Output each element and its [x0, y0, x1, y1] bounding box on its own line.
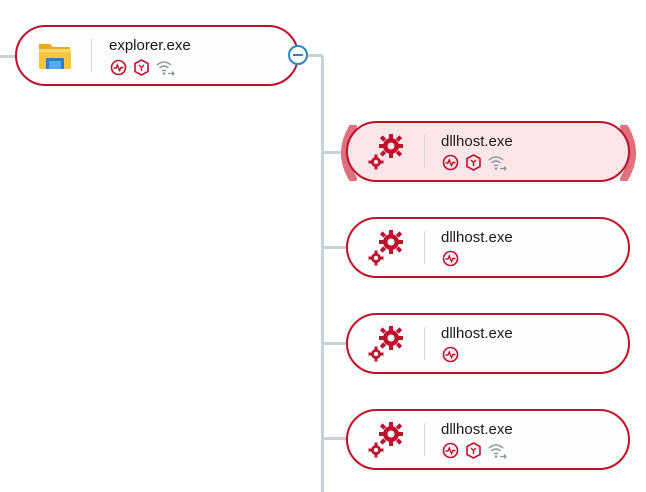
process-name: dllhost.exe	[441, 133, 513, 150]
connector-child-3	[321, 342, 347, 345]
connector-root-left	[0, 55, 16, 58]
node-divider	[424, 135, 425, 168]
activity-icon[interactable]	[110, 59, 127, 76]
connector-root-right	[307, 54, 323, 57]
gears-icon	[368, 134, 403, 170]
process-name: dllhost.exe	[441, 229, 513, 246]
collapse-icon[interactable]	[288, 45, 308, 65]
node-divider	[424, 327, 425, 360]
gears-icon	[368, 422, 403, 458]
activity-icon[interactable]	[442, 154, 459, 171]
connector-child-4	[321, 437, 347, 440]
connector-child-2	[321, 246, 347, 249]
process-node-child[interactable]: dllhost.exe	[346, 121, 630, 182]
process-node-child[interactable]: dllhost.exe	[346, 217, 630, 278]
badge-row	[442, 154, 508, 171]
connector-child-1	[321, 151, 347, 154]
process-node-child[interactable]: dllhost.exe	[346, 313, 630, 374]
activity-icon[interactable]	[442, 442, 459, 459]
badge-row	[442, 442, 508, 459]
process-node-child[interactable]: dllhost.exe	[346, 409, 630, 470]
activity-icon[interactable]	[442, 250, 459, 267]
shield-icon[interactable]	[465, 154, 482, 171]
process-name: explorer.exe	[109, 37, 191, 54]
network-icon[interactable]	[156, 59, 176, 76]
folder-icon	[39, 44, 71, 69]
shield-icon[interactable]	[133, 59, 150, 76]
selection-arc-left	[341, 125, 357, 181]
process-name: dllhost.exe	[441, 325, 513, 342]
process-name: dllhost.exe	[441, 421, 513, 438]
network-icon[interactable]	[488, 442, 508, 459]
selection-arc-right	[620, 125, 636, 181]
node-divider	[424, 231, 425, 264]
node-divider	[91, 39, 92, 72]
badge-row	[110, 59, 176, 76]
gears-icon	[368, 230, 403, 266]
network-icon[interactable]	[488, 154, 508, 171]
node-divider	[424, 423, 425, 456]
badge-row	[442, 346, 459, 363]
connector-trunk	[321, 56, 324, 492]
badge-row	[442, 250, 459, 267]
shield-icon[interactable]	[465, 442, 482, 459]
process-node-root[interactable]: explorer.exe	[15, 25, 299, 86]
gears-icon	[368, 326, 403, 362]
activity-icon[interactable]	[442, 346, 459, 363]
